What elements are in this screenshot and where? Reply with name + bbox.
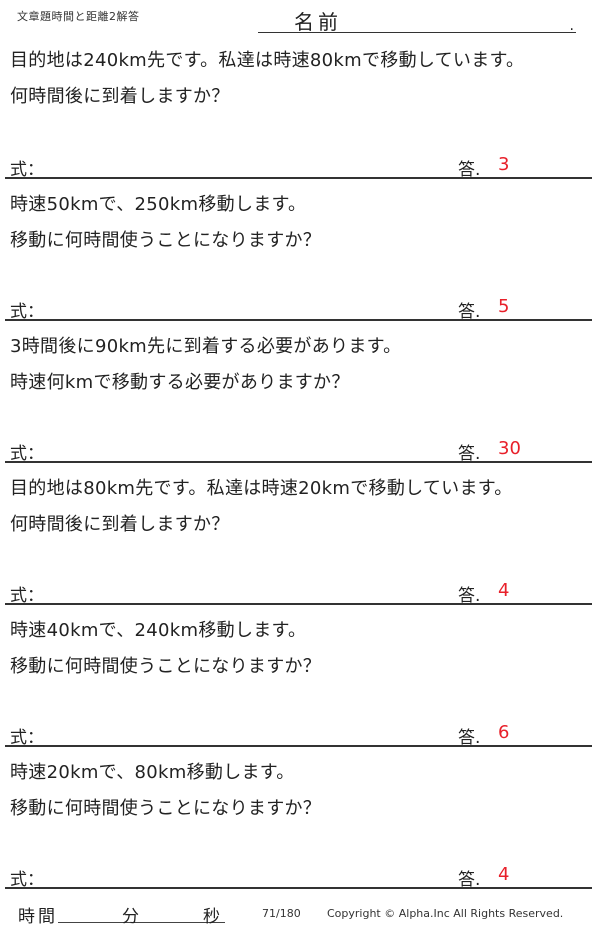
answer-label: 答. — [458, 586, 481, 606]
question-line: 移動に何時間使うことになりますか？ — [10, 656, 322, 677]
answer-value: 4 — [498, 864, 510, 885]
name-dot: . — [569, 18, 574, 34]
formula-label: 式： — [10, 160, 44, 180]
answer-label: 答. — [458, 870, 481, 890]
minutes-label: 分 — [122, 907, 139, 927]
formula-label: 式： — [10, 302, 44, 322]
separator-line — [5, 461, 592, 463]
separator-line — [5, 603, 592, 605]
question-line: 目的地は80km先です。私達は時速20kmで移動しています。 — [10, 478, 513, 499]
answer-value: 4 — [498, 580, 510, 601]
question-line: 何時間後に到着しますか？ — [10, 514, 230, 535]
formula-label: 式： — [10, 870, 44, 890]
time-label: 時間 — [18, 907, 58, 927]
separator-line — [5, 177, 592, 179]
answer-label: 答. — [458, 444, 481, 464]
formula-label: 式： — [10, 444, 44, 464]
answer-label: 答. — [458, 160, 481, 180]
time-entry-line[interactable] — [58, 922, 225, 923]
answer-value: 5 — [498, 296, 510, 317]
formula-label: 式： — [10, 586, 44, 606]
question-line: 時速何kmで移動する必要がありますか？ — [10, 372, 350, 393]
separator-line — [5, 745, 592, 747]
question-line: 移動に何時間使うことになりますか？ — [10, 230, 322, 251]
question-line: 時速20kmで、80km移動します。 — [10, 762, 295, 783]
answer-label: 答. — [458, 728, 481, 748]
name-label: 名前 — [294, 10, 342, 34]
name-field[interactable]: 名前 . — [258, 6, 576, 34]
answer-label: 答. — [458, 302, 481, 322]
answer-value: 30 — [498, 438, 521, 459]
question-line: 何時間後に到着しますか？ — [10, 86, 230, 107]
question-line: 目的地は240km先です。私達は時速80kmで移動しています。 — [10, 50, 525, 71]
answer-value: 3 — [498, 154, 510, 175]
formula-label: 式： — [10, 728, 44, 748]
copyright-text: Copyright © Alpha.Inc All Rights Reserve… — [327, 907, 564, 920]
question-line: 時速50kmで、250km移動します。 — [10, 194, 307, 215]
separator-line — [5, 887, 592, 889]
separator-line — [5, 319, 592, 321]
worksheet-title: 文章題時間と距離2解答 — [17, 10, 140, 23]
answer-value: 6 — [498, 722, 510, 743]
question-line: 時速40kmで、240km移動します。 — [10, 620, 307, 641]
seconds-label: 秒 — [203, 907, 220, 927]
page-number: 71/180 — [262, 907, 301, 920]
question-line: 3時間後に90km先に到着する必要があります。 — [10, 336, 402, 357]
question-line: 移動に何時間使うことになりますか？ — [10, 798, 322, 819]
